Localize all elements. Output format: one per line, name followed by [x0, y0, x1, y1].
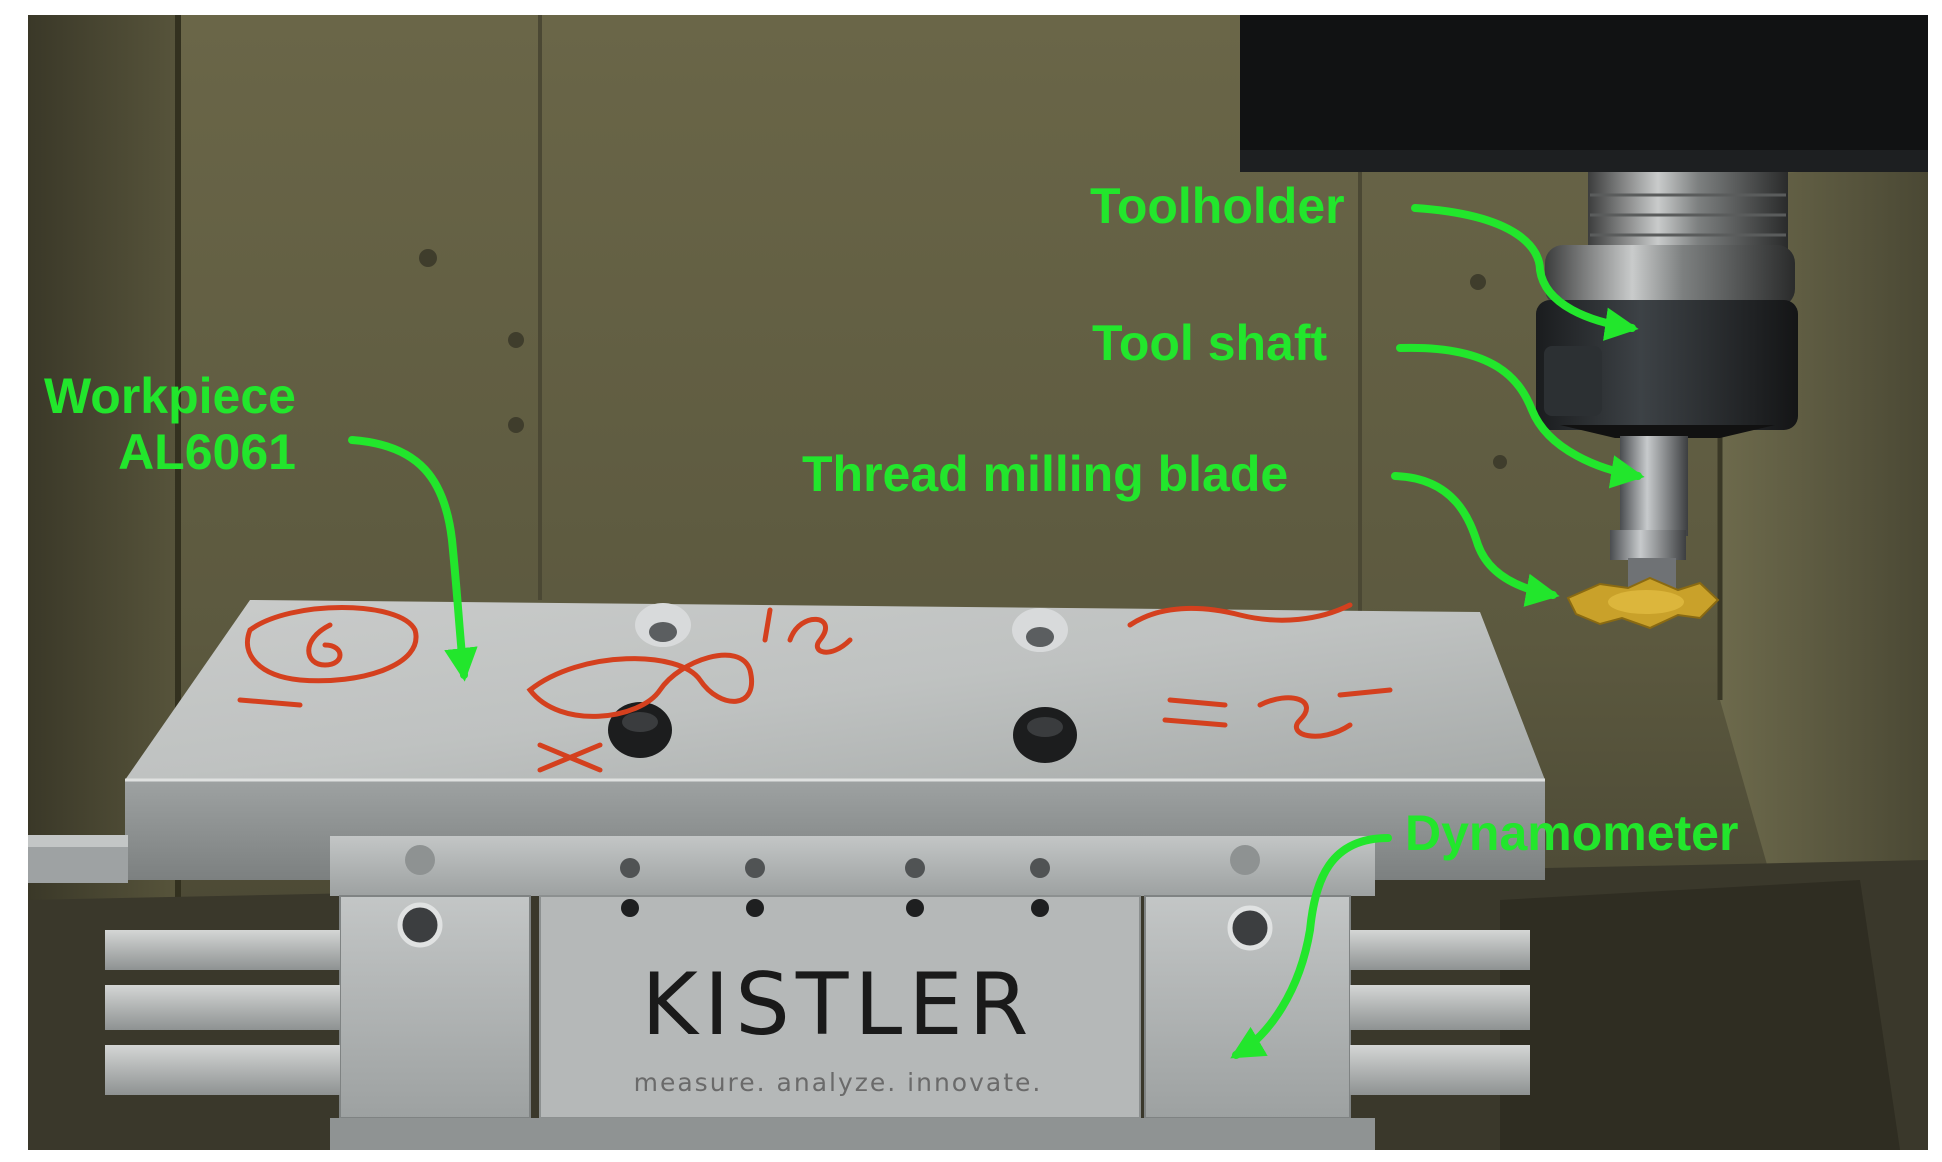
- toolholder: [1536, 172, 1798, 438]
- spindle-head: [1240, 15, 1928, 172]
- thread-milling-blade: [1566, 576, 1720, 630]
- figure-eight-mark: [526, 652, 755, 719]
- dynamometer: [105, 836, 1530, 1150]
- thread-milling-blade-label: Thread milling blade: [802, 446, 1289, 502]
- circled-six-mark: [245, 605, 419, 684]
- kistler-tagline: measure. analyze. innovate.: [633, 1068, 1043, 1097]
- number-mark: [762, 607, 853, 655]
- callout-arrows: [348, 204, 1645, 1059]
- dynamometer-label: Dynamometer: [1405, 805, 1739, 861]
- equals-mark: [1162, 697, 1228, 728]
- handwritten-markings: [237, 602, 1393, 773]
- kistler-logo: KISTLER: [641, 955, 1035, 1055]
- blade-arrow: [1391, 472, 1560, 607]
- minus-five-mark: [1257, 687, 1393, 739]
- workpiece-label: Workpiece AL6061: [44, 368, 296, 480]
- workpiece-label-line2: AL6061: [118, 424, 296, 480]
- toolholder-arrow: [1411, 204, 1639, 341]
- dynamometer-arrow: [1230, 834, 1392, 1059]
- workpiece-label-line1: Workpiece: [44, 368, 296, 424]
- toolholder-label: Toolholder: [1090, 178, 1345, 234]
- tool-shaft-label: Tool shaft: [1092, 315, 1328, 371]
- tool-shaft: [1610, 436, 1688, 588]
- tool-shaft-arrow: [1396, 343, 1645, 489]
- workpiece-arrow: [348, 436, 478, 682]
